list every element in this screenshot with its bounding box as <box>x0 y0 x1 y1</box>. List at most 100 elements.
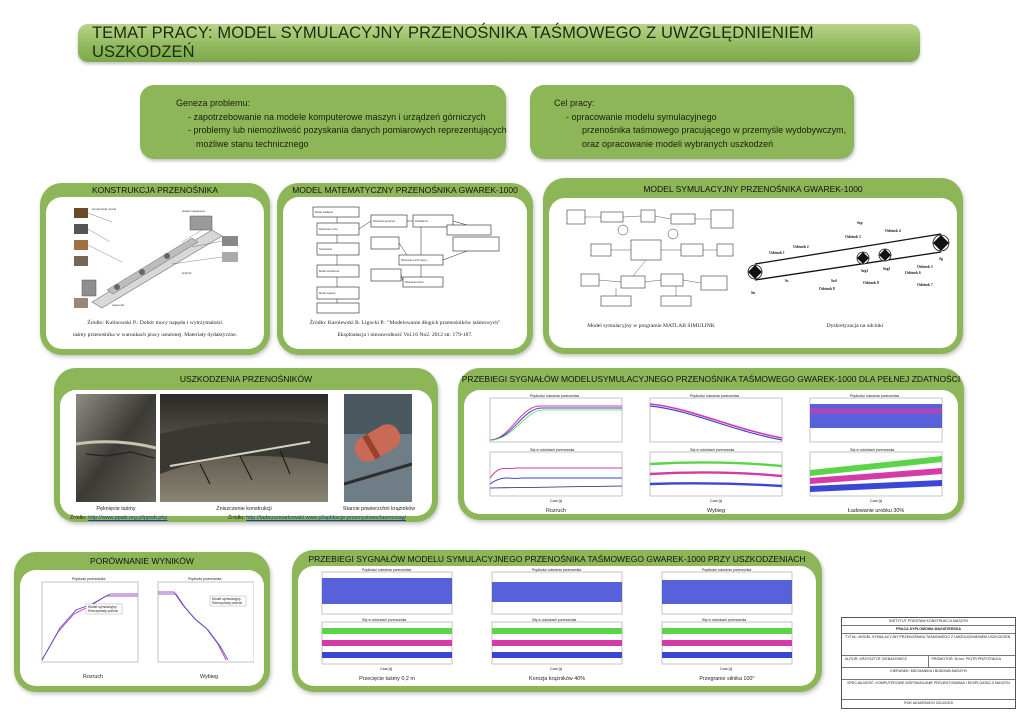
svg-text:Prędkości odcinków przenośnika: Prędkości odcinków przenośnika <box>530 394 579 398</box>
waveforms-full-caption-1: Rozruch <box>545 508 567 514</box>
waveforms-damaged-caption-3: Przegranie silnika 100° <box>699 676 755 682</box>
comparison-caption-1: Rozruch <box>82 674 104 680</box>
svg-text:Model obciążenia: Model obciążenia <box>319 269 340 273</box>
svg-text:Siły w odcinkach przenośnika: Siły w odcinkach przenośnika <box>362 618 406 622</box>
info-work-title: TYTUŁ: MODEL SYMULACYJNY PRZENOŚNIKA TAŚ… <box>842 634 1015 656</box>
waveforms-damaged-panel: PRZEBIEGI SYGNAŁÓW MODELU SYMULACYJNEGO … <box>292 550 822 692</box>
genesis-bullet-2: - problemy lub niemożliwość pozyskania d… <box>188 125 507 135</box>
damage-caption-2: Zniszczenie konstrukcji <box>216 506 272 512</box>
belt-crack-photo <box>76 394 156 502</box>
structure-damage-photo <box>160 394 328 502</box>
svg-text:Równania sprężyst.: Równania sprężyst. <box>373 219 396 223</box>
svg-text:Sterowanie: Sterowanie <box>319 247 333 251</box>
svg-text:Prędkość przenośnika: Prędkość przenośnika <box>72 577 105 581</box>
info-year: ROK AKADEMICKI 2014/2015 <box>904 701 953 705</box>
svg-text:Równania ruchu taśmy: Równania ruchu taśmy <box>401 258 428 262</box>
svg-text:Odcinek 7: Odcinek 7 <box>917 283 933 287</box>
roller-wear-photo <box>344 394 412 502</box>
svg-text:Siły w odcinkach przenośnika: Siły w odcinkach przenośnika <box>690 448 734 452</box>
damage-caption-3: Starcie powierzchni krążników <box>342 506 416 512</box>
svg-text:Rzeczywisty pomiar: Rzeczywisty pomiar <box>88 609 119 613</box>
construction-title: KONSTRUKCJA PRZENOŚNIKA <box>91 185 219 195</box>
goal-box: Cel pracy: - opracowanie modelu symulacy… <box>530 85 854 159</box>
goal-bullet-3: oraz opracowanie modeli wybranych uszkod… <box>582 138 774 149</box>
svg-text:Odcinek 1: Odcinek 1 <box>769 251 785 255</box>
comparison-inner: Prędkość przenośnika Prędkość przenośnika… <box>20 570 264 686</box>
svg-text:Odcinek 4: Odcinek 4 <box>885 229 901 233</box>
svg-text:Siły w odcinkach przenośnika: Siły w odcinkach przenośnika <box>530 448 574 452</box>
svg-text:Rozkład sił: Rozkład sił <box>415 219 428 223</box>
svg-text:Sn: Sn <box>751 291 755 295</box>
svg-text:Szd: Szd <box>831 279 837 283</box>
genesis-box: Geneza problemu: - zapotrzebowanie na mo… <box>140 85 507 159</box>
svg-text:Ss: Ss <box>785 279 789 283</box>
damage-source-a: Źródło: http://www.ppwb.org.pl/ppwb.php <box>70 515 167 521</box>
info-author: AUTOR: KRZYSZTOF CIENACEWICZ <box>842 656 929 667</box>
svg-text:Odcinek 5: Odcinek 5 <box>917 265 933 269</box>
waveforms-damaged-title: PRZEBIEGI SYGNAŁÓW MODELU SYMULACYJNEGO … <box>308 554 806 564</box>
goal-heading: Cel pracy: <box>554 98 595 108</box>
damage-inner: Pęknięcie taśmy Zniszczenie konstrukcji … <box>60 390 432 521</box>
svg-text:krążnik: krążnik <box>182 271 192 275</box>
comparison-caption-2: Wybieg <box>200 674 218 680</box>
damage-source-b-label: Źródło: <box>228 515 245 521</box>
construction-source-1: Źródło: Kulinowski P.: Dobór mocy napędu… <box>87 320 223 326</box>
genesis-bullet-1: - zapotrzebowanie na modele komputerowe … <box>188 111 486 122</box>
svg-text:Czas [s]: Czas [s] <box>550 499 562 503</box>
svg-text:Prędkość przenośnika: Prędkość przenośnika <box>188 577 221 581</box>
svg-text:Odcinek 2: Odcinek 2 <box>793 245 809 249</box>
damage-source-a-link[interactable]: http://www.ppwb.org.pl/ppwb.php <box>88 515 168 521</box>
damage-source-b: Źródło: http://tadeuszmarkowski.www.pl/a… <box>228 515 406 521</box>
damage-panel: USZKODZENIA PRZENOŚNIKÓW Pęknięcie taśmy… <box>54 368 438 522</box>
svg-text:stacja napędowa: stacja napędowa <box>182 209 205 213</box>
sim-model-panel: MODEL SYMULACYJNY PRZENOŚNIKA GWAREK-100… <box>543 178 963 354</box>
svg-text:Siły w odcinkach przenośnika: Siły w odcinkach przenośnika <box>702 618 746 622</box>
simulink-model-diagram <box>561 204 741 312</box>
waveforms-full-caption-3: Ładowanie urobku 30% <box>847 508 905 514</box>
construction-source-2: taśmy przenośnika w warunkach pracy usta… <box>72 332 238 338</box>
waveforms-full-title: PRZEBIEGI SYGNAŁÓW MODELUSYMULACYJNEGO P… <box>461 374 961 384</box>
math-model-panel: MODEL MATEMATYCZNY PRZENOŚNIKA GWAREK-10… <box>277 183 533 355</box>
waveforms-full-caption-2: Wybieg <box>707 508 725 514</box>
svg-text:Siły w odcinkach przenośnika: Siły w odcinkach przenośnika <box>850 448 894 452</box>
svg-text:Prędkości odcinków przenośnika: Prędkości odcinków przenośnika <box>362 568 411 572</box>
info-people-row: AUTOR: KRZYSZTOF CIENACEWICZ PROMOTOR: D… <box>842 656 1015 668</box>
svg-text:Model symulacyjny: Model symulacyjny <box>212 597 241 601</box>
svg-text:Model napędu: Model napędu <box>319 291 336 295</box>
waveforms-damaged-caption-2: Korozja krążników 40% <box>528 676 586 682</box>
svg-text:Równania ruchu: Równania ruchu <box>319 227 338 231</box>
math-model-source-2: Eksploatacja i niezawodność Vol.16 No2. … <box>337 332 473 338</box>
discretization-diagram: Odcinek 1 Odcinek 2 Odcinek 3 Odcinek 4 Od… <box>745 212 953 304</box>
math-model-source-1: Źródło: Karolewski B. Ligocki P.: "Model… <box>309 320 501 326</box>
svg-text:Odcinek 6: Odcinek 6 <box>905 271 921 275</box>
construction-panel: KONSTRUKCJA PRZENOŚNIKA konstru <box>40 183 270 355</box>
damage-caption-1: Pęknięcie taśmy <box>96 506 136 512</box>
sim-model-caption-left: Model symulacyjny w programie MATLAB SIM… <box>587 323 715 329</box>
svg-text:Odcinek 8: Odcinek 8 <box>819 287 835 291</box>
waveforms-damaged-caption-1: Przecięcie taśmy 0,2 m <box>359 676 415 682</box>
svg-text:Model zasilania: Model zasilania <box>315 210 333 214</box>
page-title: TEMAT PRACY: MODEL SYMULACYJNY PRZENOŚNI… <box>92 24 814 61</box>
genesis-bullet-3: możliwe stanu technicznego <box>196 138 309 149</box>
svg-text:konstrukcja nośna: konstrukcja nośna <box>92 207 117 211</box>
svg-text:Sg: Sg <box>939 257 943 261</box>
goal-bullet-2: przenośnika taśmowego pracującego w prze… <box>582 125 847 135</box>
svg-text:Prędkości odcinków przenośnika: Prędkości odcinków przenośnika <box>702 568 751 572</box>
svg-text:Czas [s]: Czas [s] <box>870 499 882 503</box>
svg-text:Równania tarcia: Równania tarcia <box>405 280 424 284</box>
svg-text:Czas [s]: Czas [s] <box>380 667 392 671</box>
svg-text:Szg2: Szg2 <box>883 267 890 271</box>
info-specialization: SPECJALNOŚĆ: KOMPUTEROWE WSPOMAGANIE PRO… <box>842 680 1015 700</box>
svg-text:Odcinek 3: Odcinek 3 <box>845 235 861 239</box>
waveforms-full-panel: PRZEBIEGI SYGNAŁÓW MODELUSYMULACYJNEGO P… <box>458 368 964 520</box>
info-field: KIERUNEK: MECHANIKA I BUDOWA MASZYN <box>842 668 1015 680</box>
info-work-type: PRACA DYPLOMOWA MAGISTERSKA <box>842 626 1015 634</box>
svg-text:Rzeczywisty pomiar: Rzeczywisty pomiar <box>212 601 243 605</box>
damage-source-b-link[interactable]: http://tadeuszmarkowski.www.pl/aplikacje… <box>246 515 406 521</box>
